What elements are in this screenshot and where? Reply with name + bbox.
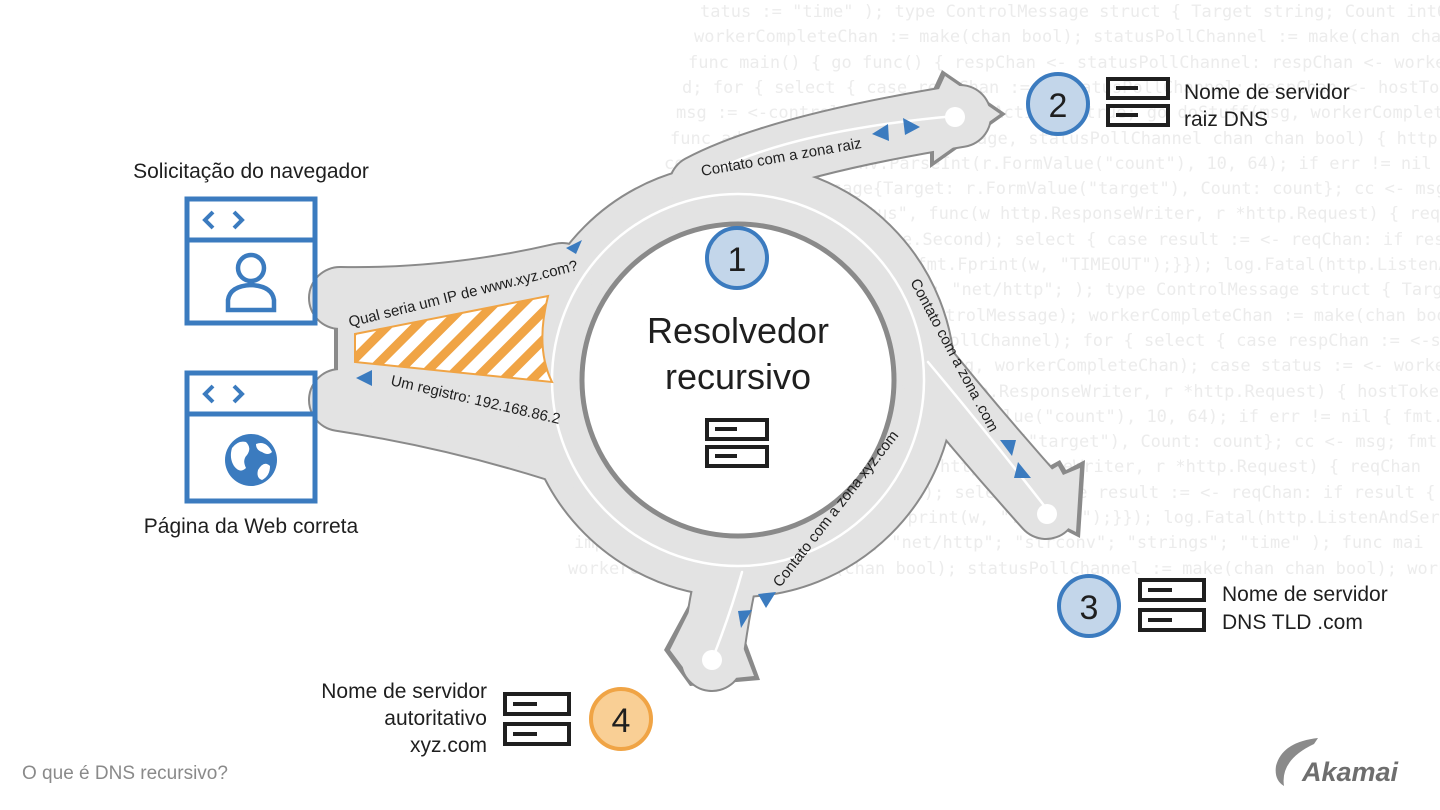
tld-server-line1: Nome de servidor [1222, 583, 1388, 606]
svg-text:1: 1 [728, 241, 747, 279]
query-wedge [354, 294, 554, 384]
footer-caption: O que é DNS recursivo? [22, 763, 228, 784]
code-brackets-icon [202, 210, 215, 230]
arrow-com-in-icon [1014, 462, 1031, 478]
akamai-logo-icon [1275, 738, 1318, 786]
globe-icon [225, 434, 277, 486]
badge-auth: 4 [589, 687, 653, 751]
root-server-icon [1106, 77, 1170, 127]
arrow-com-out-icon [1000, 440, 1016, 456]
browser-page-label: Página da Web correta [143, 515, 359, 538]
arrow-root-in-icon [872, 124, 889, 141]
svg-text:2: 2 [1049, 87, 1068, 125]
arrow-answer-icon [356, 370, 372, 386]
arrow-root-out-icon [903, 118, 920, 135]
root-server-line2: raiz DNS [1184, 108, 1269, 131]
svg-text:3: 3 [1080, 589, 1099, 627]
resolver-title-line2: recursivo [664, 356, 812, 397]
akamai-logo-text: Akamai [1302, 757, 1399, 787]
auth-server-line1: Nome de servidor [321, 680, 487, 703]
auth-server-icon [503, 692, 571, 746]
browser-request-label: Solicitação do navegador [133, 160, 369, 183]
arrow-query-icon [566, 240, 582, 254]
badge-root: 2 [1026, 72, 1090, 136]
server-icon [705, 418, 769, 468]
auth-server-line3: xyz.com [409, 734, 487, 757]
browser-request-window [184, 196, 318, 326]
tld-server-icon [1138, 578, 1206, 632]
browser-page-window [184, 370, 318, 504]
tld-server-line2: DNS TLD .com [1222, 611, 1363, 634]
badge-tld: 3 [1057, 574, 1121, 638]
direction-arrows [356, 118, 1031, 628]
auth-server-line2: autoritativo [384, 707, 487, 730]
root-server-line1: Nome de servidor [1184, 81, 1350, 104]
arrow-xyz-in-icon [738, 610, 752, 628]
badge-resolver: 1 [705, 226, 769, 290]
arrow-xyz-out-icon [758, 592, 776, 608]
road-network [308, 70, 1085, 692]
svg-text:4: 4 [612, 702, 631, 740]
user-icon [225, 252, 277, 313]
resolver-title-line1: Resolvedor [646, 310, 830, 351]
resolver-disc [579, 221, 897, 539]
